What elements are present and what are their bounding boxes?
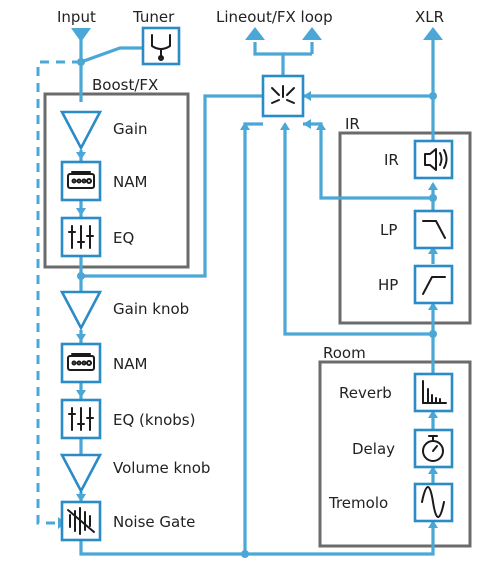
ir-block-label: IR <box>384 151 399 169</box>
speaker-icon <box>424 148 448 171</box>
xlr-arrow <box>423 27 443 40</box>
high-pass-icon <box>422 276 446 295</box>
gain-knob-triangle <box>59 290 103 331</box>
tuning-fork-icon <box>151 34 171 61</box>
lp-block-label: LP <box>380 221 397 239</box>
amp-head-icon <box>67 171 95 189</box>
eq-knobs-label: EQ (knobs) <box>113 411 195 429</box>
delay-label: Delay <box>352 440 395 458</box>
eq-sliders-icon <box>68 225 94 249</box>
volume-knob-triangle <box>59 453 103 494</box>
noise-gate-label: Noise Gate <box>113 513 195 531</box>
nam-label-1: NAM <box>113 173 147 191</box>
lineout-label: Lineout/FX loop <box>216 8 333 26</box>
input-arrow <box>71 28 91 42</box>
input-label: Input <box>57 8 96 26</box>
boost-fx-group-frame <box>43 92 190 269</box>
lineout-arrow-left <box>245 27 265 40</box>
volume-knob-label: Volume knob <box>113 459 210 477</box>
reverb-decay-icon <box>422 380 447 404</box>
hp-block-label: HP <box>378 276 398 294</box>
xlr-label: XLR <box>415 8 444 26</box>
text-labels: Input Tuner Lineout/FX loop XLR Boost/FX… <box>57 8 444 531</box>
eq-block-1 <box>60 216 102 258</box>
eq-label-1: EQ <box>113 229 134 247</box>
noise-gate-icon <box>67 507 95 535</box>
sine-wave-icon <box>421 486 445 518</box>
splitter-block <box>261 74 305 118</box>
reverb-label: Reverb <box>339 384 392 402</box>
amp-head-icon <box>67 353 95 371</box>
eq-sliders-icon <box>68 407 94 431</box>
bypass-dashed-line <box>36 60 81 525</box>
room-group-label: Room <box>323 344 366 362</box>
lineout-arrow-right <box>302 27 322 40</box>
ir-group-frame <box>338 131 472 325</box>
gain-triangle <box>59 110 103 151</box>
nam-label-2: NAM <box>113 355 147 373</box>
tuner-label: Tuner <box>132 8 175 26</box>
hp-block <box>413 264 454 305</box>
gain-label: Gain <box>113 120 148 138</box>
tremolo-label: Tremolo <box>328 494 388 512</box>
signal-wires <box>79 30 435 556</box>
signal-splitter-icon <box>271 85 295 104</box>
junction-dots <box>77 58 437 558</box>
gain-knob-label: Gain knob <box>113 300 189 318</box>
ir-group-label: IR <box>345 115 360 133</box>
low-pass-icon <box>422 220 446 239</box>
room-group-frame <box>318 360 472 548</box>
stopwatch-icon <box>422 435 444 462</box>
boost-fx-group-label: Boost/FX <box>92 76 158 94</box>
reverb-block <box>413 372 454 413</box>
lp-block <box>413 209 454 250</box>
